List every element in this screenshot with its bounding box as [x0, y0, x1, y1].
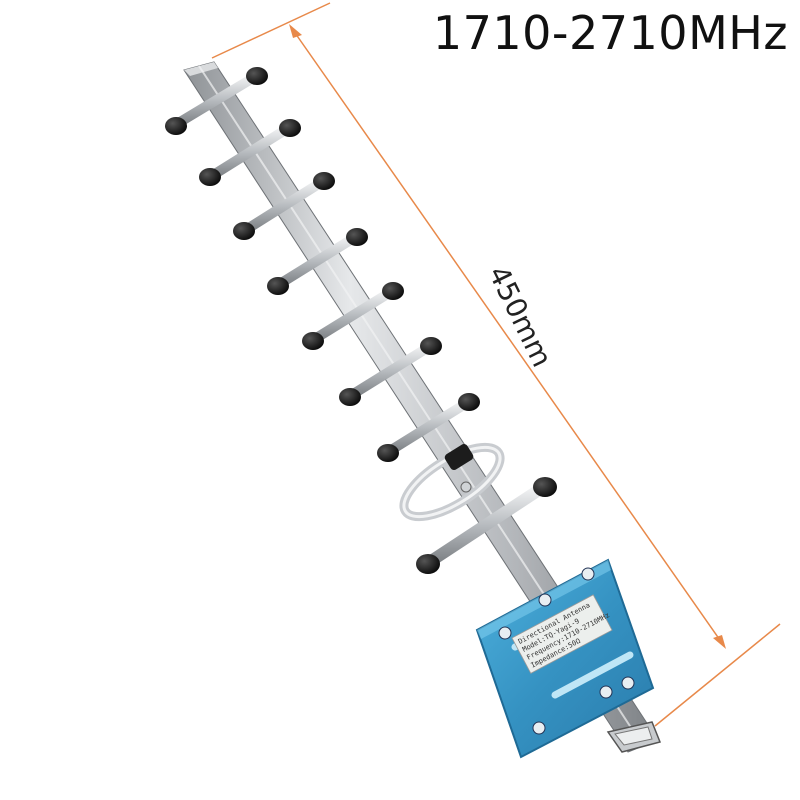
dimension-arrow-bottom-icon: [713, 635, 726, 649]
element-cap: [199, 168, 221, 186]
element-cap: [165, 117, 187, 135]
extension-line-bottom: [654, 623, 781, 727]
loop-insulator: [444, 443, 474, 471]
plate-hole: [581, 567, 595, 581]
element-cap: [420, 337, 442, 355]
plate-hole: [621, 676, 635, 690]
extension-line-top: [211, 2, 331, 59]
plate-hole: [599, 685, 613, 699]
driven-element-loop: [399, 442, 505, 522]
dimension-line: [292, 29, 723, 644]
element-cap: [377, 444, 399, 462]
element-cap: [458, 393, 480, 411]
element-cap: [382, 282, 404, 300]
element-cap: [233, 222, 255, 240]
mounting-plate: Directional Antenna Model:TQ-Yagi-9 Freq…: [475, 558, 655, 759]
element-cap: [279, 119, 301, 137]
product-title: 1710-2710MHz: [432, 6, 788, 60]
plate-hole: [538, 593, 552, 607]
element-cap: [267, 277, 289, 295]
element-cap: [313, 172, 335, 190]
loop-screw: [460, 481, 472, 493]
plate-slot: [551, 651, 634, 699]
element-cap: [302, 332, 324, 350]
element-cap: [339, 388, 361, 406]
reflector-element: [416, 477, 557, 574]
director-elements: [165, 67, 480, 462]
element-cap: [246, 67, 268, 85]
element-cap: [416, 554, 440, 574]
dimension-arrow-top-icon: [289, 24, 302, 38]
plate-hole: [532, 721, 546, 735]
element-cap: [533, 477, 557, 497]
dimension-indicator: 450mm: [211, 2, 781, 727]
plate-hole: [498, 626, 512, 640]
element-cap: [346, 228, 368, 246]
